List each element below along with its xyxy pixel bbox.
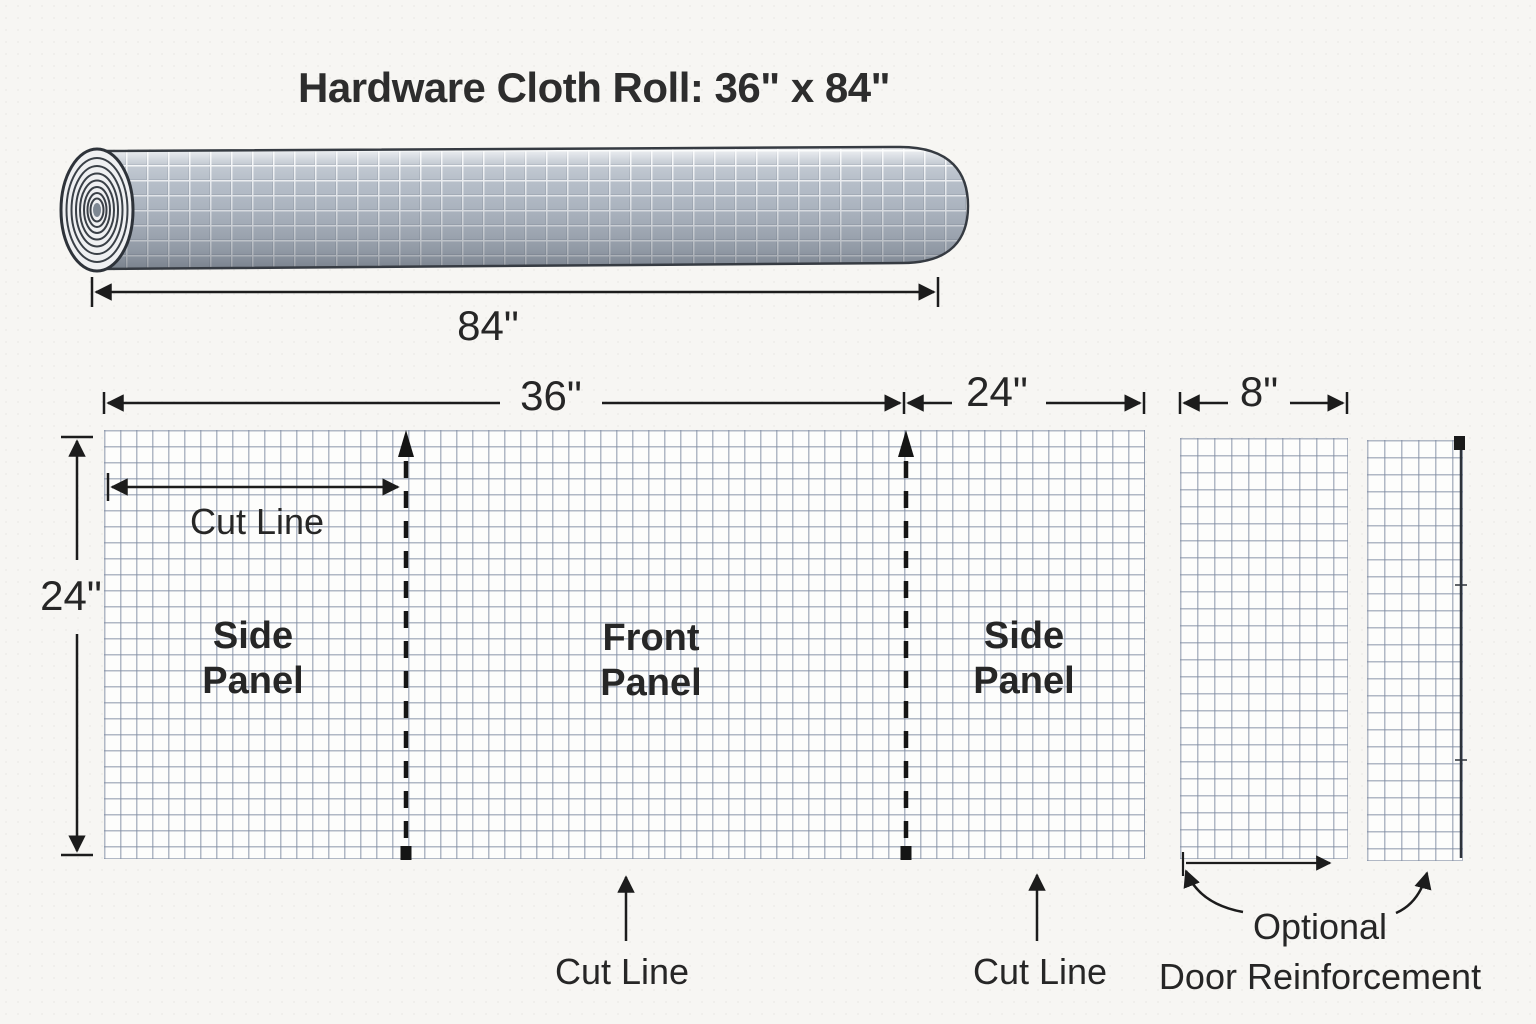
roll-illustration [59,145,970,273]
front-panel-line2: Panel [600,662,702,704]
side-panel-left-line1: Side [212,615,294,657]
top-width-dimensions [102,392,1349,414]
side-panel-right-line2: Panel [973,660,1075,702]
side-panel-left-line2: Panel [202,660,304,702]
door-width-label: 8" [1239,368,1279,415]
door-reinforcement-line2: Door Reinforcement [1158,956,1482,997]
diagram-title: Hardware Cloth Roll: 36" x 84" [298,64,891,111]
front-width-label: 36" [520,372,582,419]
front-panel-label: Front Panel [600,616,701,706]
side-panel-right-line1: Side [983,615,1065,657]
roll-end-spiral [59,147,135,273]
side-panel-right-label: Side Panel [973,614,1074,704]
door-reinforcement-line1: Optional [1252,906,1388,947]
roll-height-label: 24" [40,572,102,619]
inner-cut-line-label: Cut Line [189,501,325,542]
front-panel-line1: Front [602,617,700,659]
roll-length-label: 84" [457,302,519,349]
door-reinforcement-strip-1 [1180,438,1348,859]
side-panel-left-label: Side Panel [202,614,303,704]
main-mesh-panel [104,430,1145,859]
bottom-cut-line-label-right: Cut Line [972,951,1108,992]
bottom-cut-line-arrows [617,873,1046,941]
side-width-label: 24" [966,368,1028,415]
left-height-dimension [61,435,93,857]
door-reinforcement-label: Optional Door Reinforcement [1159,902,1481,1002]
door-reinforcement-strip-2 [1367,440,1463,861]
bottom-cut-line-label-left: Cut Line [554,951,690,992]
